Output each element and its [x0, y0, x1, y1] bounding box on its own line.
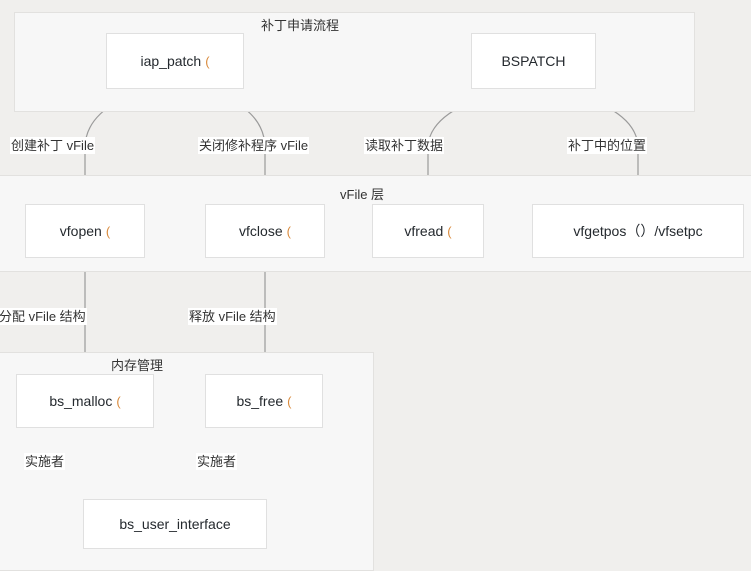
edge-label-create-patch-vfile: 创建补丁 vFile: [10, 137, 96, 154]
node-label-bs-free: bs_free: [236, 393, 284, 409]
node-clipped-glyph-vfclose: (: [286, 223, 291, 239]
node-label-vfopen: vfopen: [59, 223, 102, 239]
edge-label-read-patch-data: 读取补丁数据: [364, 137, 445, 154]
node-clipped-glyph-vfopen: (: [105, 223, 111, 239]
node-bs-user-interface[interactable]: bs_user_interface: [83, 499, 267, 549]
edge-label-position-in-patch: 补丁中的位置: [567, 137, 648, 154]
node-label-vfgetpos-vfsetpos: vfgetpos（）/vfsetpc: [573, 223, 703, 239]
node-label-bspatch: BSPATCH: [501, 53, 566, 69]
edge-label-close-patch-vfile: 关闭修补程序 vFile: [198, 137, 310, 154]
node-clipped-glyph-bs-free: (: [287, 393, 292, 409]
node-vfopen[interactable]: vfopen (: [25, 204, 145, 258]
node-label-bs-malloc: bs_malloc: [49, 393, 113, 409]
lane-title-memory-management: 内存管理: [109, 355, 166, 374]
edge-label-implementer-free: 实施者: [196, 453, 238, 470]
node-label-vfclose: vfclose: [239, 223, 283, 239]
edge-label-free-vfile-struct: 释放 vFile 结构: [188, 308, 277, 325]
node-vfread[interactable]: vfread (: [372, 204, 484, 258]
lane-title-patch-application-flow: 补丁申请流程: [261, 18, 340, 33]
node-clipped-glyph-vfread: (: [447, 223, 452, 239]
node-vfclose[interactable]: vfclose (: [205, 204, 325, 258]
node-bs-malloc[interactable]: bs_malloc (: [16, 374, 154, 428]
node-bspatch[interactable]: BSPATCH: [471, 33, 596, 89]
node-clipped-glyph-iap-patch: (: [205, 53, 210, 69]
node-clipped-glyph-bs-malloc: (: [116, 393, 121, 409]
edge-label-implementer-malloc: 实施者: [24, 453, 66, 470]
node-iap-patch[interactable]: iap_patch (: [106, 33, 244, 89]
node-vfgetpos-vfsetpos[interactable]: vfgetpos（）/vfsetpc: [532, 204, 744, 258]
node-label-vfread: vfread: [404, 223, 444, 239]
node-bs-free[interactable]: bs_free (: [205, 374, 323, 428]
node-label-bs-user-interface: bs_user_interface: [119, 516, 231, 532]
edge-label-alloc-vfile-struct: 分配 vFile 结构: [0, 308, 87, 325]
lane-title-vfile-layer: vFile 层: [340, 187, 385, 202]
node-label-iap-patch: iap_patch: [140, 53, 202, 69]
